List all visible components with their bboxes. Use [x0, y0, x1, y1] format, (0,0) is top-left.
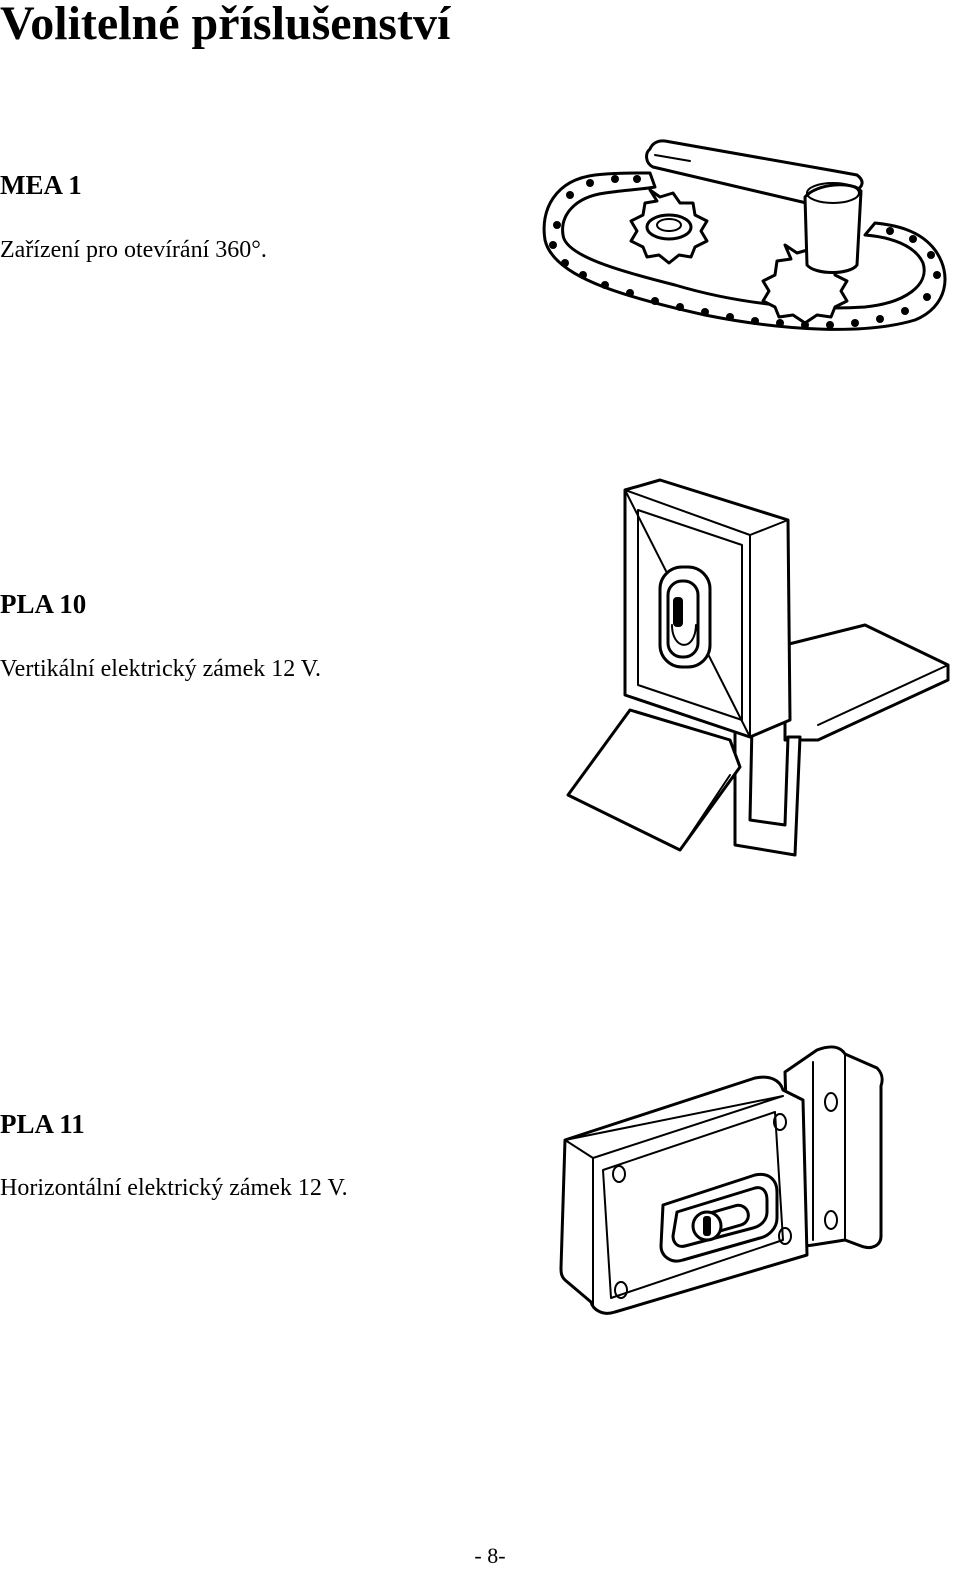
item-description: Horizontální elektrický zámek 12 V.	[0, 1175, 348, 1201]
page-number: - 8-	[474, 1543, 506, 1568]
vertical-lock-illustration	[566, 478, 950, 857]
item-description: Vertikální elektrický zámek 12 V.	[0, 656, 322, 682]
page-title: Volitelné příslušenství	[0, 0, 451, 50]
chain-sprocket-illustration	[542, 139, 947, 331]
item-code: MEA 1	[0, 170, 82, 200]
horizontal-lock-illustration	[559, 1045, 884, 1315]
item-code: PLA 10	[0, 589, 87, 619]
item-code: PLA 11	[0, 1109, 85, 1139]
item-description: Zařízení pro otevírání 360°.	[0, 237, 267, 263]
